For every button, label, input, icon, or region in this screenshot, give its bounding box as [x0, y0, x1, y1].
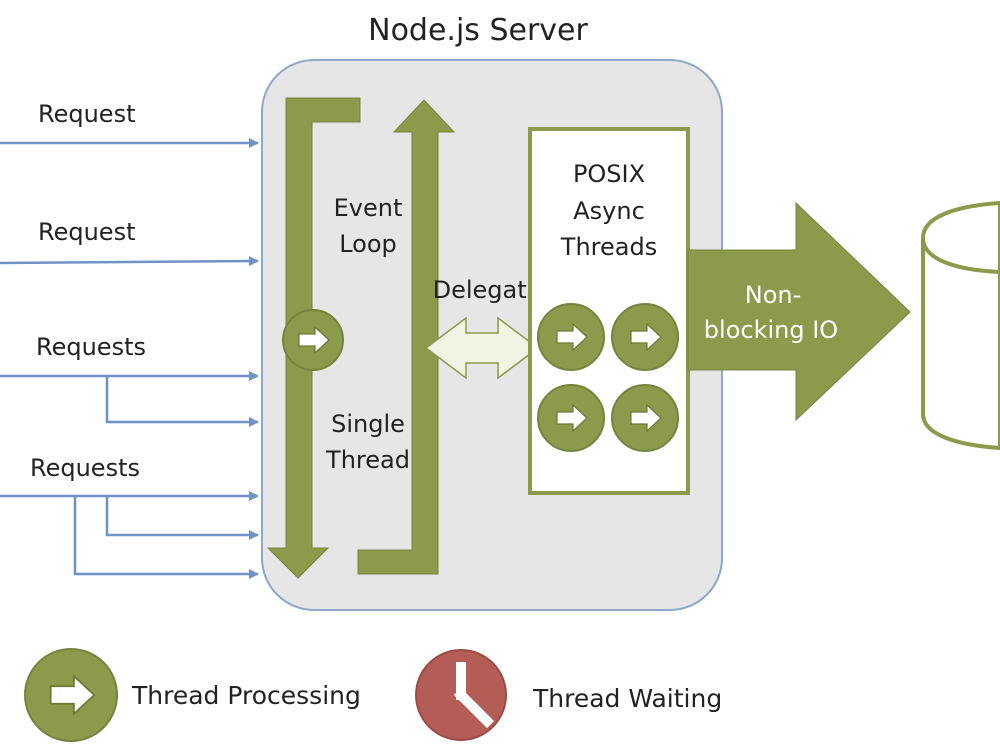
event-loop-down-arrow	[266, 97, 361, 579]
event-loop-label-1: Event	[334, 194, 403, 222]
request-label-2: Request	[38, 218, 136, 246]
nonblocking-label-2: blocking IO	[704, 316, 838, 344]
request-label-1: Request	[38, 100, 136, 128]
legend-thread-processing-label: Thread Processing	[131, 681, 361, 710]
single-thread-label-2: Thread	[325, 446, 410, 474]
posix-label-1: POSIX	[573, 160, 645, 188]
nonblocking-label-1: Non-	[745, 281, 802, 309]
async-thread-processing-icon-3	[537, 384, 605, 452]
requests-label-3: Requests	[36, 333, 146, 361]
posix-label-3: Threads	[560, 233, 657, 261]
delegate-label: Delegate	[433, 276, 542, 304]
requests-label-4: Requests	[30, 454, 140, 482]
server-title: Node.js Server	[368, 13, 588, 48]
event-loop-thread-processing-icon	[282, 309, 344, 371]
async-thread-processing-icon-1	[537, 303, 605, 371]
async-thread-processing-icon-2	[611, 303, 679, 371]
request-arrows	[0, 138, 259, 579]
async-thread-processing-icon-4	[611, 384, 679, 452]
legend-thread-waiting-label: Thread Waiting	[532, 684, 722, 713]
legend-thread-processing-icon	[24, 648, 118, 742]
posix-label-2: Async	[573, 197, 645, 225]
database-icon	[921, 200, 1000, 451]
nonblocking-io-arrow	[687, 201, 911, 422]
legend-thread-waiting-clock-icon	[415, 649, 507, 741]
event-loop-label-2: Loop	[339, 230, 397, 258]
single-thread-label-1: Single	[331, 410, 405, 438]
